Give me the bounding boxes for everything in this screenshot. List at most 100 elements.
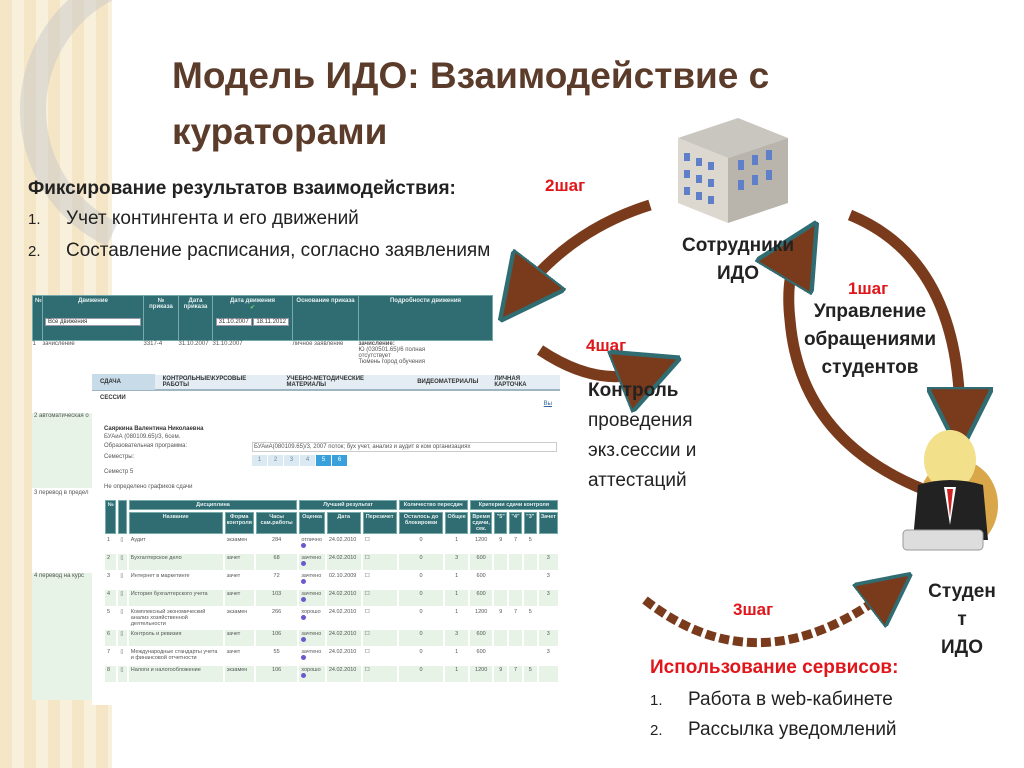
semester-button[interactable]: 4 — [300, 455, 315, 466]
semester-button[interactable]: 3 — [284, 455, 299, 466]
arrow-step3 — [642, 590, 890, 648]
cell: 5 — [107, 609, 111, 615]
info-icon[interactable] — [301, 561, 307, 566]
management-line: Управление — [813, 301, 927, 322]
tab-coursework[interactable]: КОНТРОЛЬНЫЕ\КУРСОВЫЕ РАБОТЫ — [162, 376, 247, 388]
col-header: Основание приказа — [292, 295, 359, 341]
program-select[interactable]: БУАиА(080109.65)/3, 2007 поток; бух учет… — [252, 442, 557, 452]
col-header: № — [32, 295, 43, 341]
cell: экзамен — [224, 666, 254, 682]
semester-button-active[interactable]: 5 — [316, 455, 331, 466]
exit-link[interactable]: Вы — [543, 401, 552, 407]
tab-video[interactable]: ВИДЕОМАТЕРИАЛЫ — [417, 379, 479, 385]
section-heading: Фиксирование результатов взаимодействия: — [28, 178, 456, 199]
reexam-checkbox[interactable]: ☐ — [362, 590, 397, 606]
cell: 0 — [419, 573, 423, 579]
info-icon[interactable] — [301, 637, 307, 642]
movement-filter-select[interactable]: Все движения — [45, 318, 141, 326]
col-header: Перезачет — [362, 512, 397, 534]
cell: 0 — [398, 666, 444, 682]
step-2-label: 2шаг — [545, 176, 586, 195]
cell: 24.02.2010 — [326, 666, 361, 682]
date-from-select[interactable]: 31.10.2007 — [215, 318, 252, 326]
reexam-checkbox[interactable]: ☐ — [362, 554, 397, 570]
cell: 02.10.2009 — [328, 573, 357, 579]
col-header: Часы сам.работы — [255, 512, 298, 534]
building-icon — [678, 118, 788, 223]
reexam-checkbox[interactable]: ☐ — [364, 609, 370, 615]
management-line: студентов — [821, 357, 919, 378]
document-icon[interactable]: ▯ — [120, 609, 124, 615]
cell — [523, 590, 537, 606]
cell: 284 — [272, 537, 282, 543]
cell: 600 — [476, 573, 486, 579]
reexam-checkbox[interactable]: ☐ — [362, 666, 397, 682]
student-label-line: т — [957, 609, 967, 630]
document-icon[interactable]: ▯ — [120, 537, 124, 543]
cell: 7 — [514, 537, 518, 543]
cell: 1 — [445, 666, 468, 682]
step-3-label: 3шаг — [733, 600, 774, 619]
cell — [523, 554, 537, 570]
session-panel: СДАЧА СЕССИИ КОНТРОЛЬНЫЕ\КУРСОВЫЕ РАБОТЫ… — [92, 370, 560, 705]
reexam-checkbox[interactable]: ☐ — [364, 573, 370, 579]
document-icon[interactable]: ▯ — [118, 554, 127, 570]
cell: 1 — [445, 590, 468, 606]
cell — [509, 554, 522, 570]
service-item: 1.Работа в web-кабинете — [650, 686, 893, 715]
section-item: 2.Составление расписания, согласно заявл… — [28, 240, 490, 262]
control-line: Контроль — [588, 380, 679, 401]
col-header: Название — [128, 512, 223, 534]
info-icon[interactable] — [301, 543, 307, 548]
cell: зачтено — [299, 590, 325, 606]
info-icon[interactable] — [301, 655, 307, 660]
reexam-checkbox[interactable]: ☐ — [364, 537, 370, 543]
document-icon[interactable]: ▯ — [120, 649, 124, 655]
item-number: 2. — [28, 243, 41, 260]
info-icon[interactable] — [301, 579, 307, 584]
cell: 3 — [107, 573, 111, 579]
cell: 4 — [105, 590, 117, 606]
cell: Аудит — [130, 537, 146, 543]
step-1-label: 1шаг — [848, 279, 889, 298]
staff-label-line: ИДО — [717, 263, 759, 284]
tab-personal-card[interactable]: ЛИЧНАЯ КАРТОЧКА — [494, 376, 527, 388]
tab-materials[interactable]: УЧЕБНО-МЕТОДИЧЕСКИЕ МАТЕРИАЛЫ — [286, 376, 365, 388]
date-to-select[interactable]: 18.11.2012 — [253, 318, 290, 326]
col-header: "4" — [509, 512, 522, 534]
semester-button-active[interactable]: 6 — [332, 455, 347, 466]
cell: 0 — [419, 649, 423, 655]
arrow-student-to-staff — [789, 250, 928, 496]
document-icon[interactable]: ▯ — [118, 666, 127, 682]
cell — [509, 630, 522, 646]
cell: 1 — [32, 341, 36, 347]
cell: 72 — [273, 573, 280, 579]
table-row: 1 зачисление 3317-4 31.10.2007 31.10.200… — [33, 341, 493, 371]
document-icon[interactable]: ▯ — [120, 573, 124, 579]
item-text: Рассылка уведомлений — [688, 719, 897, 740]
reexam-checkbox[interactable]: ☐ — [362, 630, 397, 646]
tab-session[interactable]: СДАЧА СЕССИИ — [92, 374, 155, 401]
document-icon[interactable]: ▯ — [118, 590, 127, 606]
grades-table: № Дисциплина Лучший результат Количество… — [103, 498, 560, 684]
cell — [494, 572, 507, 588]
staff-label: Сотрудники ИДО — [668, 232, 808, 288]
item-text: Работа в web-кабинете — [688, 689, 893, 710]
info-icon[interactable] — [301, 673, 307, 678]
cell: 3 — [445, 630, 468, 646]
info-icon[interactable] — [301, 615, 307, 620]
cell: 1200 — [469, 666, 493, 682]
semester-button[interactable]: 2 — [268, 455, 283, 466]
cell — [539, 536, 558, 552]
document-icon[interactable]: ▯ — [118, 630, 127, 646]
student-icon — [902, 430, 998, 551]
title-line: Модель ИДО: Взаимодействие с — [172, 55, 770, 96]
cell: 68 — [255, 554, 298, 570]
reexam-checkbox[interactable]: ☐ — [364, 649, 370, 655]
col-header-label: Движение — [78, 298, 108, 304]
semester-button[interactable]: 1 — [252, 455, 267, 466]
info-icon[interactable] — [301, 597, 307, 602]
